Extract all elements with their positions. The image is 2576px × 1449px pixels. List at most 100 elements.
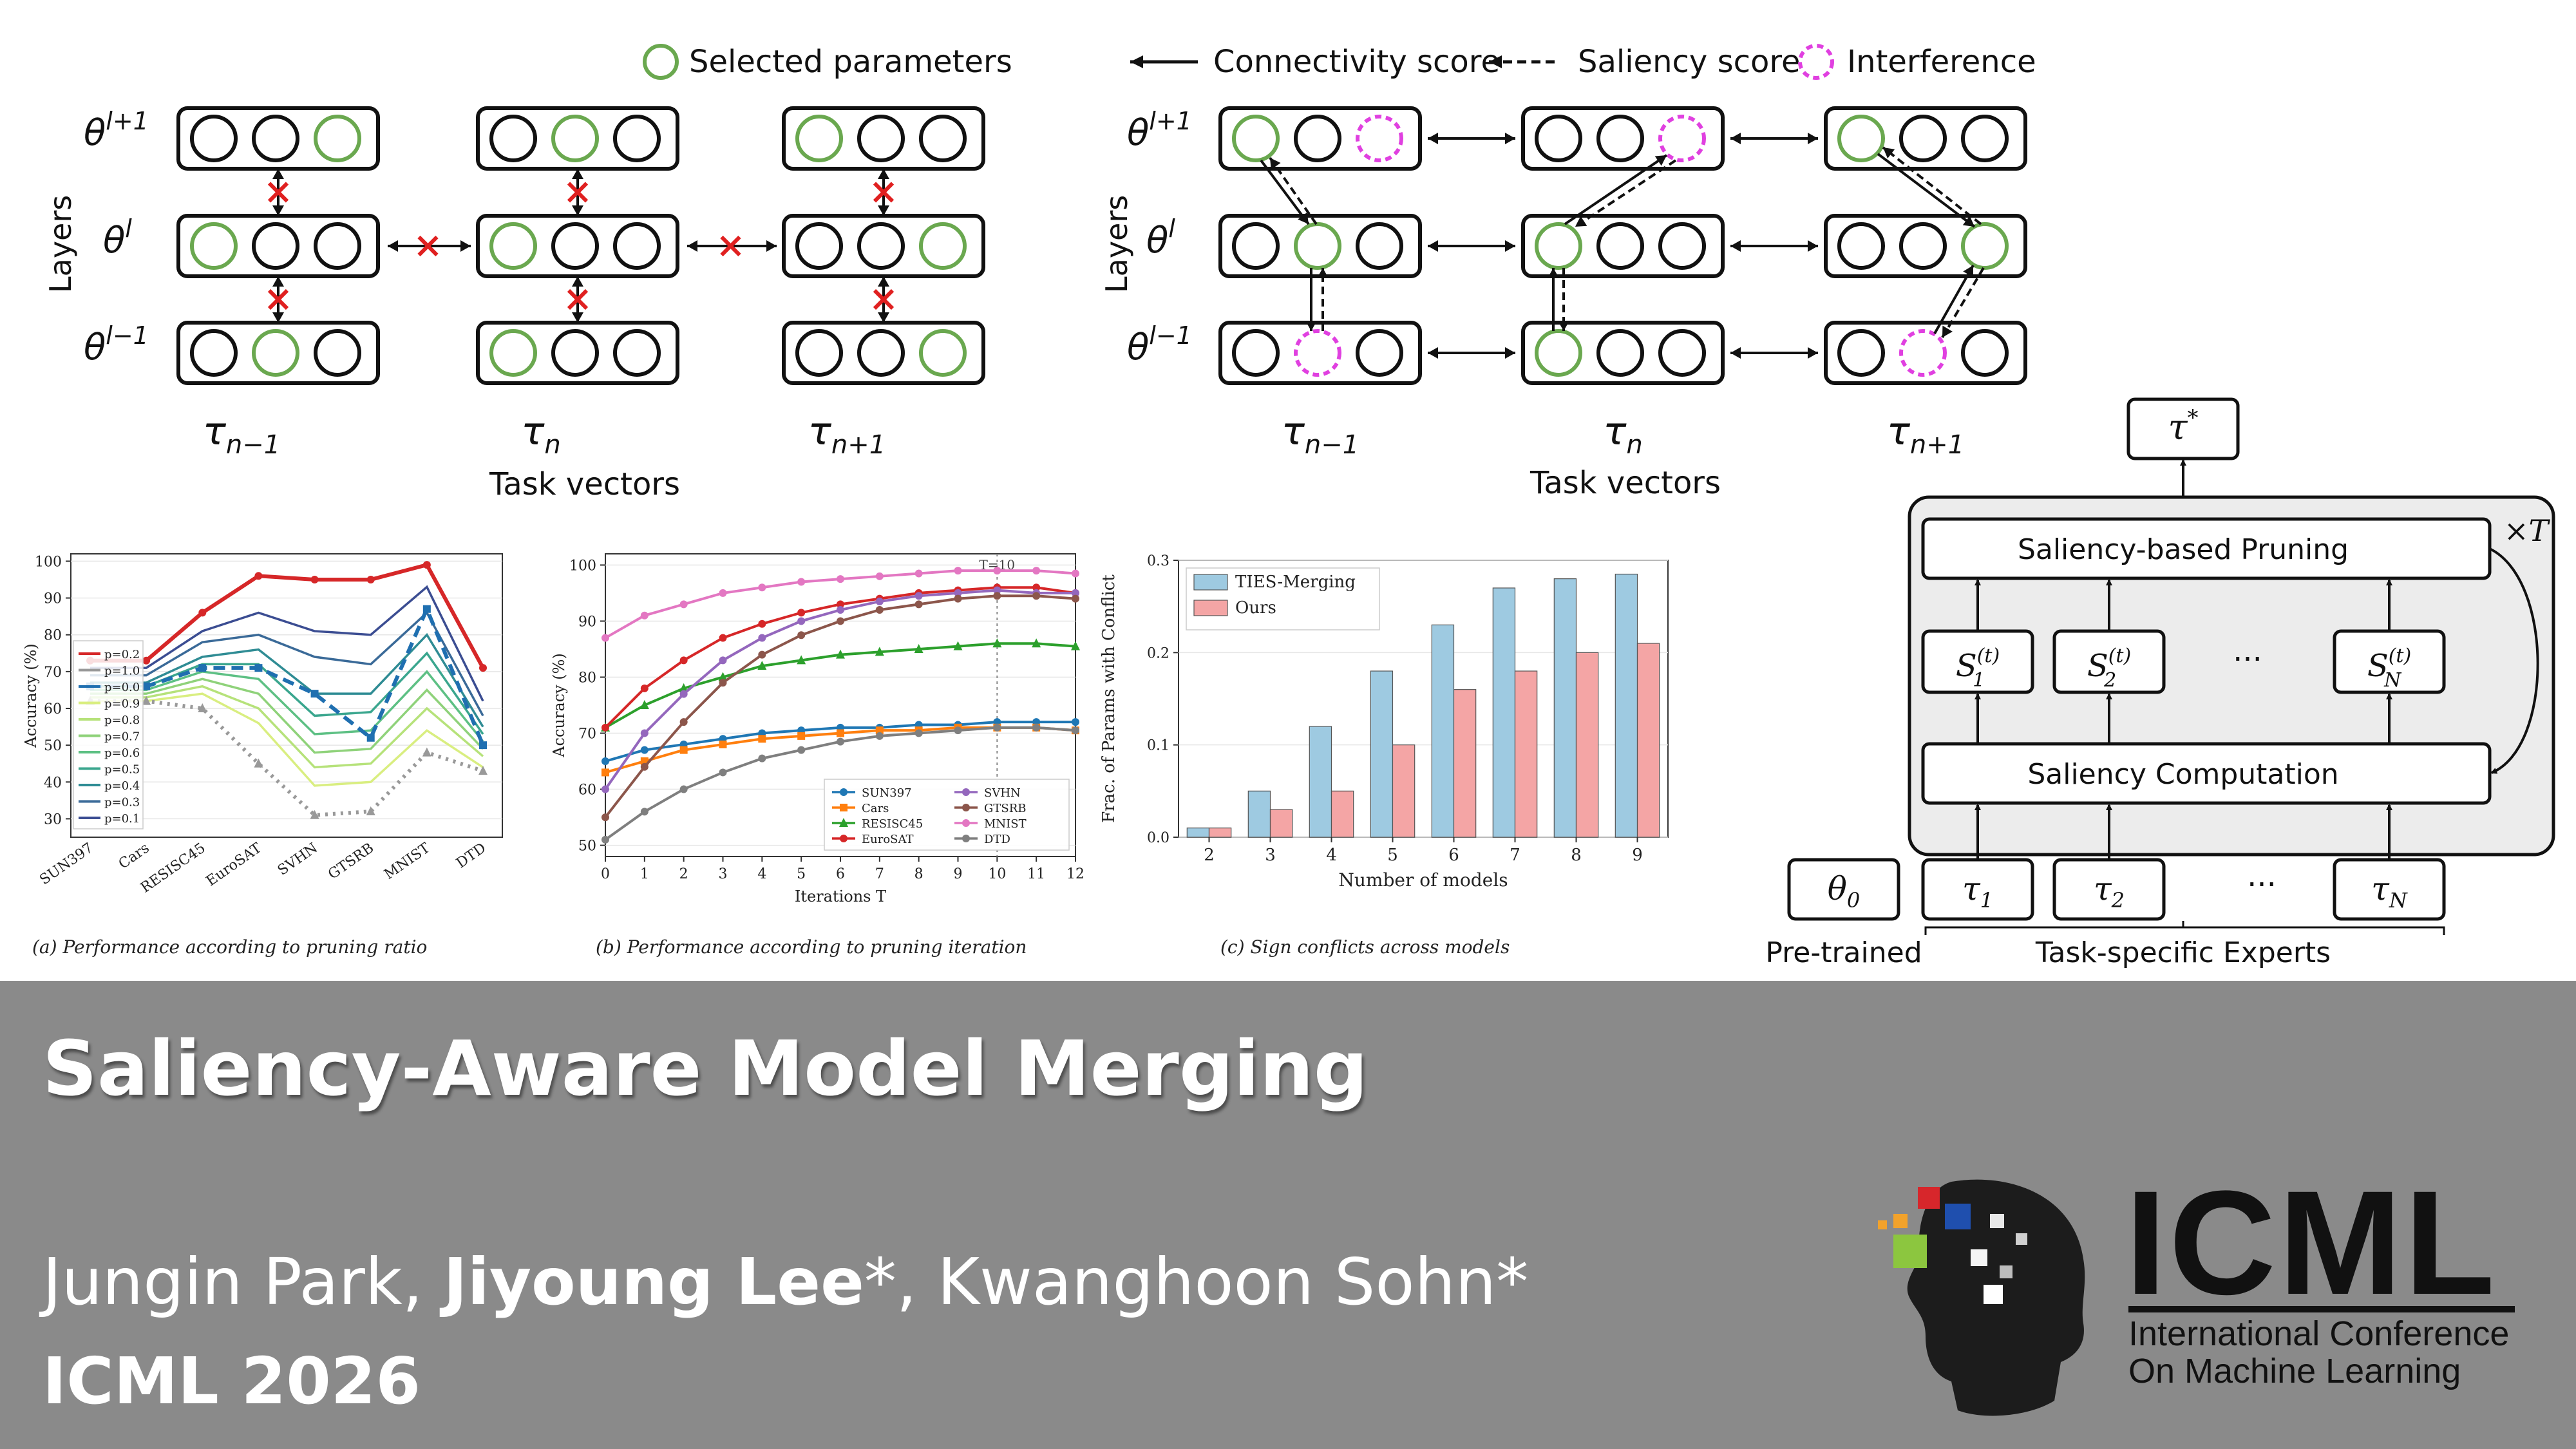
chart-caption: (b) Performance according to pruning ite… [596,936,1027,958]
point-SVHN [797,617,806,625]
point-MNIST [679,600,688,609]
y-tick-label: 80 [578,670,596,686]
legend-marker [962,804,970,811]
figure-panel: Selected parameters Layers θl+1 θl θl−1 … [22,44,2555,969]
saliency-columns [1218,106,2027,385]
saliency-connectivity-diagram: Connectivity score Saliency score Interf… [1099,44,2036,501]
y-tick-label: 60 [44,701,62,717]
connectivity-arrow-head [1298,212,1309,224]
point-GTSRB [1072,594,1079,603]
point-GTSRB [875,606,884,614]
conflict-cross-b [567,182,589,203]
row-label-mid-right: θl [1146,214,1175,261]
connectivity-arrow-head [1548,268,1559,278]
series-line-p=0.1 [90,585,484,702]
point-EuroSAT [640,684,649,692]
point-MNIST [797,578,806,586]
expert-label-n: τN [2371,870,2408,913]
param [1837,222,1885,270]
y-axis-label: Accuracy (%) [22,643,40,748]
legend-label: p=0.8 [104,714,140,727]
point-DTD [1072,726,1079,735]
task-link-head [766,240,777,252]
point-RESISC45 [1032,638,1041,648]
param [1535,115,1582,162]
param [489,115,537,162]
param [1961,329,2009,377]
layer-link-tail [272,276,284,287]
param [1899,222,1947,270]
point-GTSRB [914,600,923,609]
y-tick-label: 70 [578,726,596,743]
x-tick-label: 5 [797,866,806,882]
param [252,115,299,162]
row-label-bottom: θl−1 [84,321,149,368]
point-MNIST [954,567,962,575]
saliency-arrow-head [1575,216,1587,227]
point-p=0.0 [254,664,263,672]
pixel-blue [1945,1204,1971,1229]
param [1356,222,1403,270]
point-MNIST [1032,567,1041,575]
point-GTSRB [837,617,844,625]
row-label-top: θl+1 [84,107,149,154]
layers-axis-label-right: Layers [1099,195,1134,293]
title-banner [0,981,2576,1449]
y-tick-label: 60 [578,782,596,799]
point-GTSRB [719,679,727,687]
point-SVHN [954,589,962,597]
layer-link-tail [878,169,889,179]
param [1658,222,1706,270]
point-DTD [837,737,844,746]
task-conflict-cross-b [720,235,741,257]
x-tick-label: GTSRB [325,840,377,882]
conflict-cross-b [873,289,895,310]
score-label-1: S(t)1 [1956,645,2000,692]
point-RESISC45 [639,700,649,709]
layers-axis-label: Layers [43,195,78,293]
bar-TIES-Merging [1186,828,1210,838]
point-RESISC45 [797,655,806,665]
chart-caption: (c) Sign conflicts across models [1220,936,1510,958]
point-p=1.0 [310,810,319,819]
param [1899,115,1947,162]
series-line-p=0.3 [90,611,484,717]
point-RESISC45 [718,672,728,681]
point-RESISC45 [914,643,923,653]
param [1658,329,1706,377]
y-tick-label: 0.3 [1147,553,1170,569]
point-p=1.0 [142,696,151,705]
connectivity-link-head [1808,133,1818,144]
icml-subtitle-2: On Machine Learning [2128,1352,2461,1390]
selected-param [1535,222,1582,270]
legend-label: DTD [984,833,1010,846]
venue-label: ICML 2026 [43,1343,421,1419]
point-RESISC45 [836,649,845,659]
y-tick-label: 0.0 [1147,830,1170,846]
point-SVHN [914,592,923,600]
row-label-mid: θl [103,214,132,261]
saliency-scores: S(t)1 S(t)2 ··· S(t)N [1921,629,2446,694]
bar-TIES-Merging [1553,578,1577,838]
connectivity-arrow-head [1654,155,1667,166]
pixel-light-1 [1990,1214,2004,1228]
x-tick-label: 8 [1571,846,1582,865]
author-rest: *, Kwanghoon Sohn* [864,1244,1529,1320]
legend-label: p=1.0 [104,665,140,678]
point-GTSRB [954,594,962,603]
point-DTD [758,754,766,762]
task-label-current-right: τn [1603,409,1642,460]
icml-subtitle-1: International Conference [2128,1314,2510,1353]
point-p=0.2 [198,609,207,617]
saliency-arrow-head [1883,147,1895,158]
point-p=0.0 [310,690,319,698]
point-p=1.0 [366,806,375,815]
param [613,329,661,377]
connectivity-link-head [1808,347,1818,359]
selected-param [314,115,361,162]
y-tick-label: 0.2 [1147,645,1170,661]
author-list: Jungin Park, Jiyoung Lee*, Kwanghoon Soh… [43,1244,1528,1320]
legend: p=0.2p=1.0p=0.0p=0.9p=0.8p=0.7p=0.6p=0.5… [73,640,144,829]
